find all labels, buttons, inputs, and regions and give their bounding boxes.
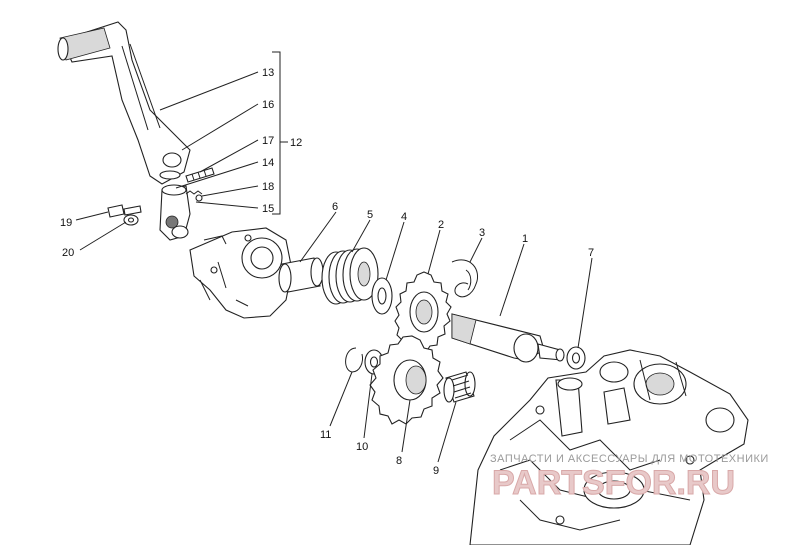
- detent-parts: [185, 190, 203, 202]
- callout-10: 10: [356, 441, 368, 453]
- callout-1: 1: [522, 233, 528, 245]
- crankcase-cover-left: [189, 227, 293, 319]
- watermark-logo: PARTSFOR.RU: [492, 464, 735, 502]
- callout-6: 6: [332, 201, 338, 213]
- gear-2: [394, 271, 452, 355]
- callout-5: 5: [367, 209, 373, 221]
- watermark: ЗАПЧАСТИ И АКСЕССУАРЫ ДЛЯ МОТОТЕХНИКИ PA…: [490, 453, 769, 503]
- callout-17: 17: [262, 135, 274, 147]
- gear-8: [369, 335, 444, 425]
- callout-16: 16: [262, 99, 274, 111]
- callout-18: 18: [262, 181, 274, 193]
- bushing-6: [278, 257, 324, 293]
- shaft-1: [451, 313, 565, 363]
- watermark-caption: ЗАПЧАСТИ И АКСЕССУАРЫ ДЛЯ МОТОТЕХНИКИ: [490, 453, 769, 465]
- callout-12: 12: [290, 137, 302, 149]
- leader-lines: [75, 51, 593, 463]
- washer-20: [123, 214, 139, 226]
- callout-19: 19: [60, 217, 72, 229]
- spring-5: [321, 247, 379, 305]
- washer-7: [566, 346, 586, 370]
- callout-4: 4: [401, 211, 407, 223]
- bearing-9: [443, 371, 476, 403]
- callout-9: 9: [433, 465, 439, 477]
- callout-8: 8: [396, 455, 402, 467]
- clip-3: [451, 259, 478, 298]
- callout-2: 2: [438, 219, 444, 231]
- kick-lever: [57, 21, 191, 185]
- callout-13: 13: [262, 67, 274, 79]
- circlip-11: [345, 347, 363, 373]
- crankcase: [469, 349, 749, 545]
- callout-11: 11: [320, 429, 331, 441]
- callout-labels: 13 16 17 14 18 15 12 19 20 6 5 4 2 3 1 7…: [60, 67, 594, 477]
- bolt-19: [107, 204, 142, 218]
- washer-4: [371, 277, 393, 315]
- callout-15: 15: [262, 203, 274, 215]
- lever-pivot: [159, 170, 191, 241]
- callout-3: 3: [479, 227, 485, 239]
- callout-7: 7: [588, 247, 594, 259]
- callout-20: 20: [62, 247, 74, 259]
- callout-14: 14: [262, 157, 274, 169]
